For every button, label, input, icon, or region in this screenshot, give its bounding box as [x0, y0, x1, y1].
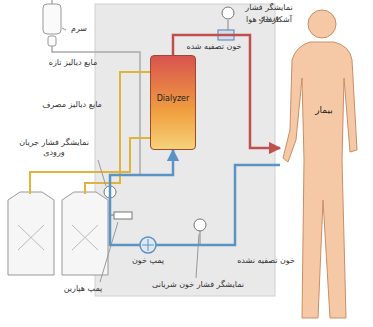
part-label: نمایشگر فشار جریان ورودی	[8, 138, 100, 158]
patient-figure: بیمار	[280, 5, 368, 323]
part-label: پمپ هپارین	[50, 284, 116, 294]
dialysate-jug	[8, 192, 108, 275]
dialyzer-box: Dialyzer	[150, 55, 196, 150]
leader-line	[196, 234, 199, 278]
part-label: مایع دیالیز تازه	[30, 58, 116, 68]
leader-line	[98, 160, 106, 186]
part-label: خون تصفیه شده	[180, 42, 248, 52]
arterial-pressure-gauge	[194, 219, 206, 231]
part-label: پمپ خون	[126, 256, 170, 266]
part-label: نمایشگر فشار خون شریانی	[150, 280, 246, 290]
dialyzer-label: Dialyzer	[151, 94, 195, 103]
heparin-syringe	[114, 212, 132, 219]
machine-panel	[95, 4, 275, 296]
leader-line	[62, 28, 66, 30]
venous-pressure-gauge	[222, 7, 234, 19]
saline-bag	[43, 0, 61, 46]
part-label: خون تصفیه نشده	[232, 256, 300, 266]
part-label: آشکارساز هوا	[236, 15, 302, 25]
arterial-blood-line	[110, 150, 280, 245]
part-label: مایع دیالیز مصرف	[28, 100, 116, 110]
patient-silhouette	[280, 5, 368, 323]
part-label: سرم	[64, 24, 94, 34]
patient-label: بیمار	[280, 105, 368, 115]
monitor-stub	[200, 231, 201, 245]
